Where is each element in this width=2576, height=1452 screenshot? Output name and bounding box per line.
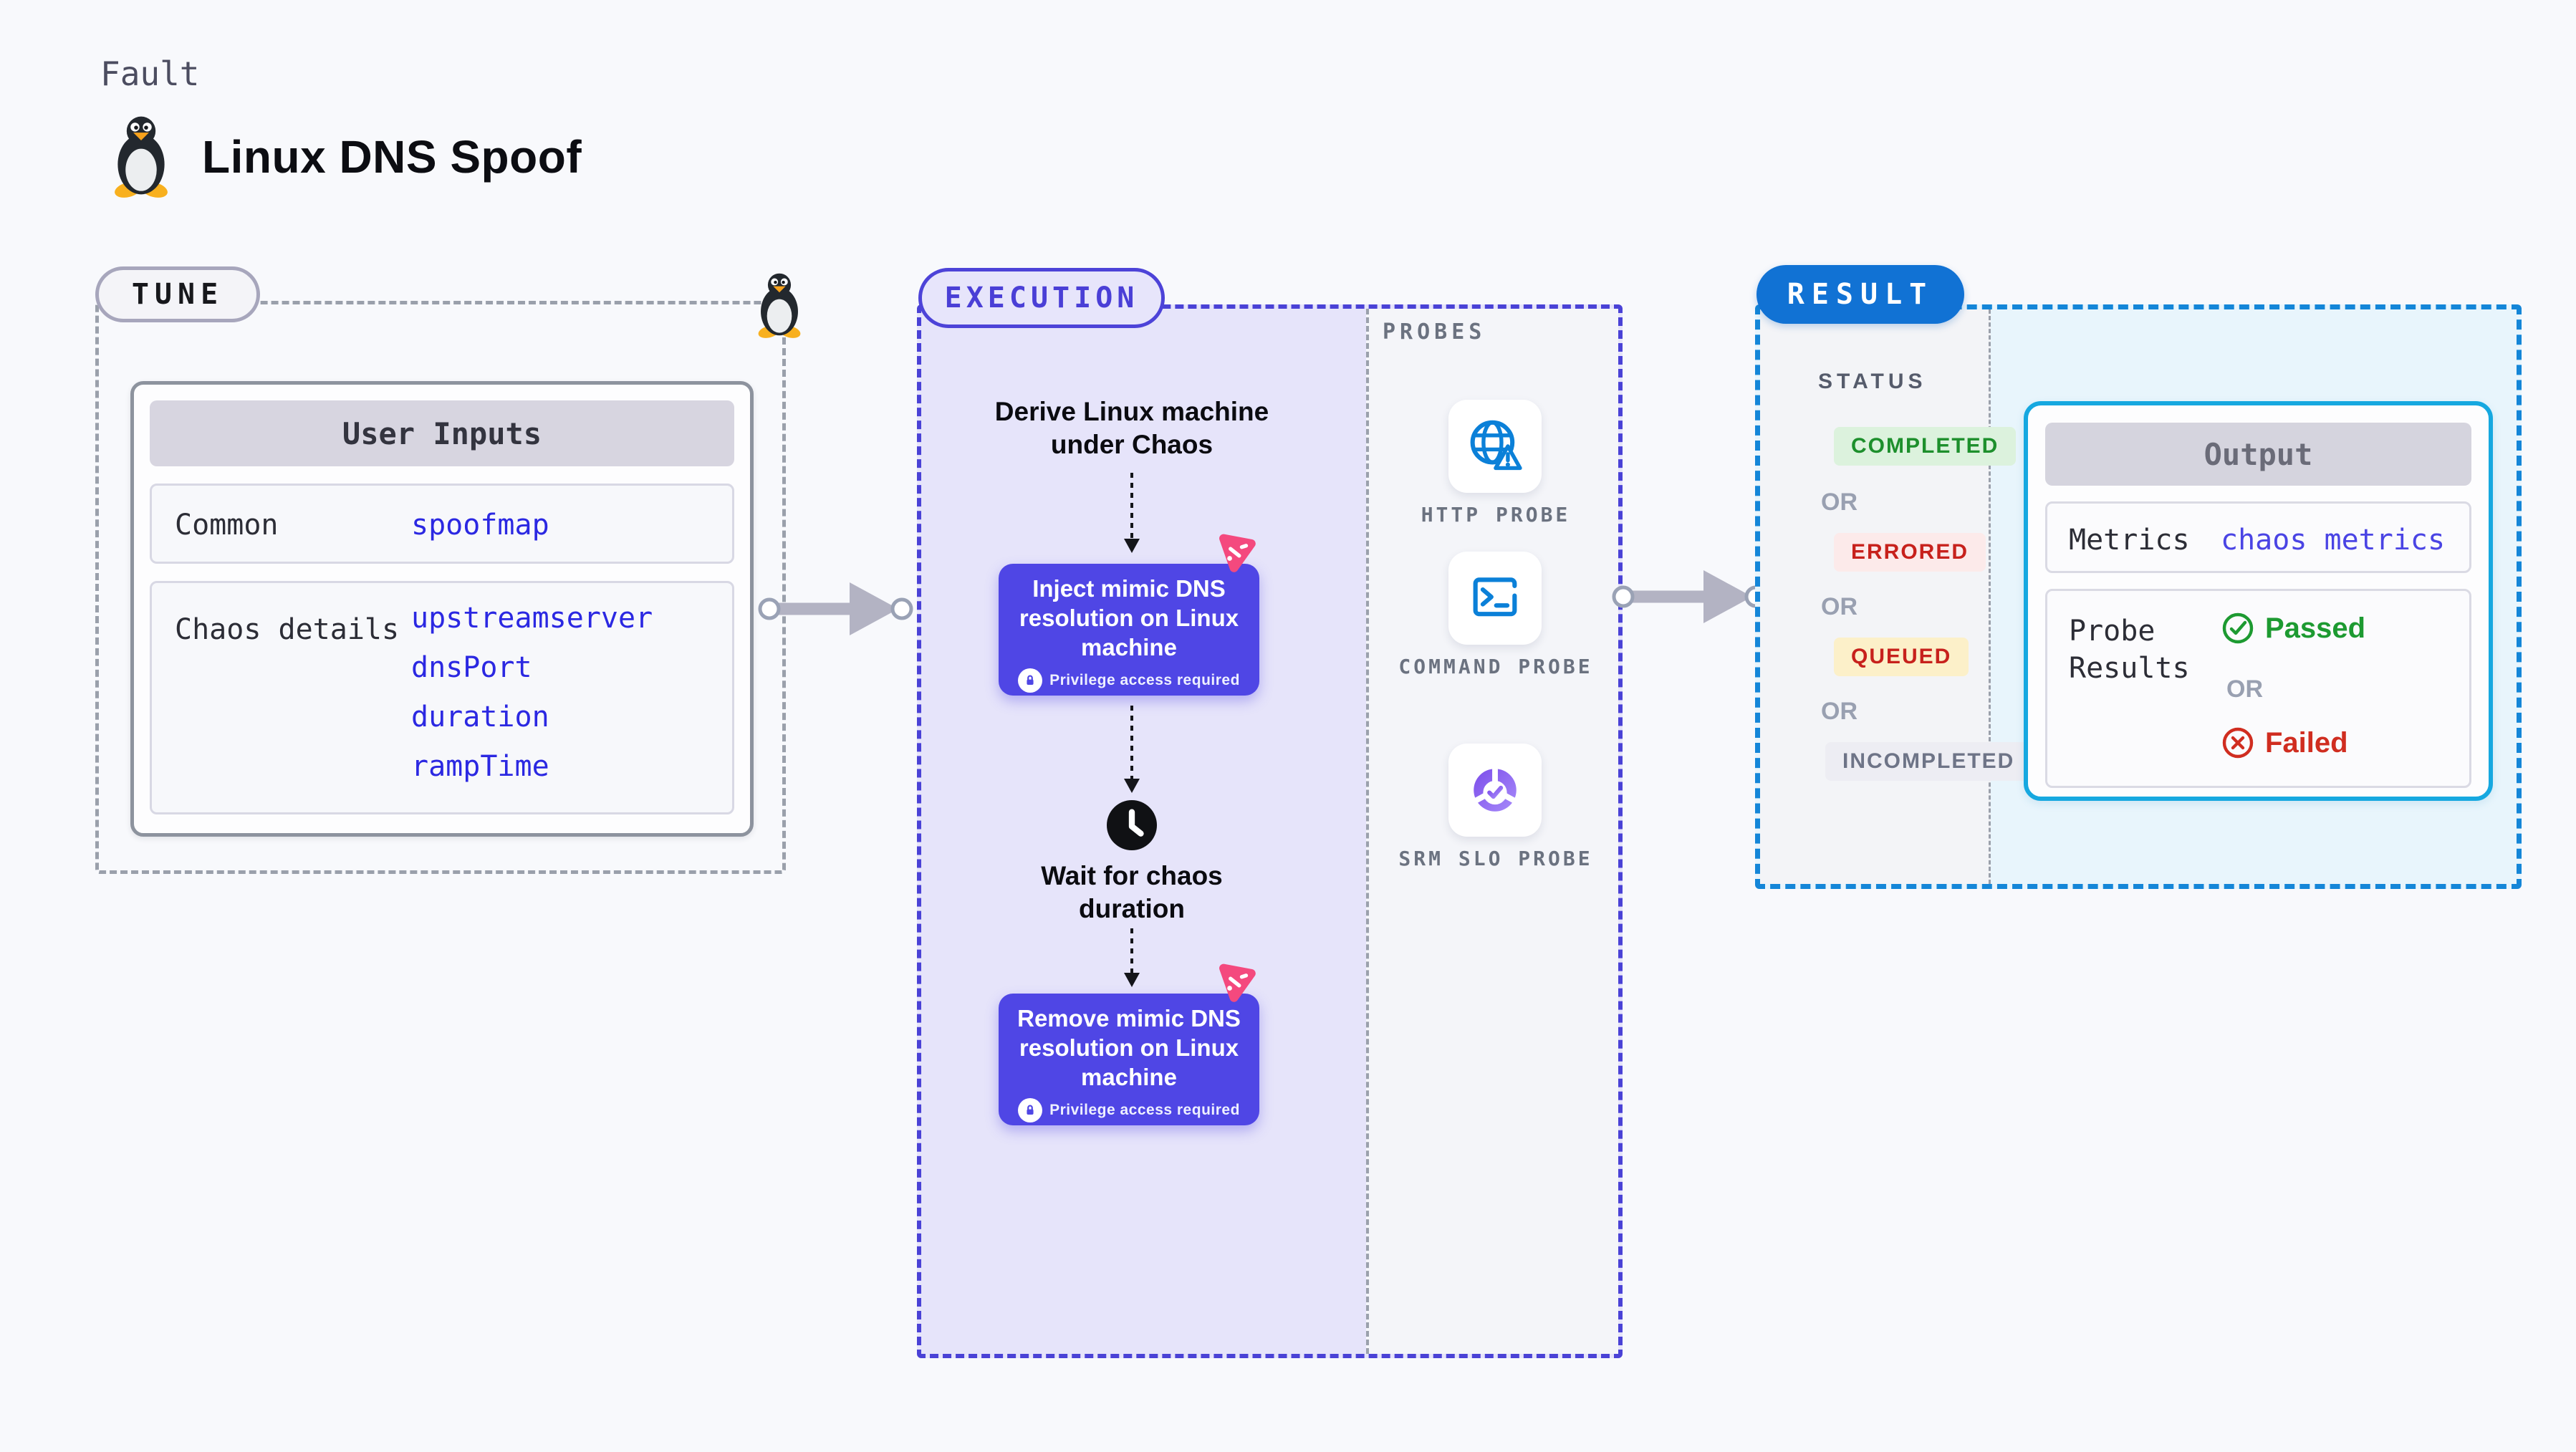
metrics-label: Metrics [2069, 524, 2190, 557]
fault-kicker: Fault [100, 54, 200, 93]
tune-section-box [95, 301, 786, 874]
tune-to-execution-arrow [758, 569, 915, 648]
status-badge-errored: ERRORED [1834, 533, 1986, 572]
srm-slo-probe-card [1448, 744, 1542, 837]
probe-results-row: Probe Results Passed OR Failed [2045, 589, 2471, 788]
command-probe-label: COMMAND PROBE [1398, 655, 1593, 678]
input-value: duration [411, 701, 549, 734]
output-card: Output Metrics chaos metrics Probe Resul… [2024, 401, 2493, 801]
result-section-pill: RESULT [1756, 265, 1964, 324]
globe-alert-icon [1470, 420, 1522, 471]
user-input-row-chaos-details: Chaos details upstreamserver dnsPort dur… [150, 581, 734, 814]
wait-step-text: Wait for chaos duration [1041, 861, 1223, 923]
probe-results-label: Probe Results [2069, 615, 2190, 685]
probe-result-failed: Failed [2265, 726, 2348, 759]
clock-icon [1107, 800, 1157, 850]
probe-result-or-separator: OR [2226, 675, 2263, 703]
user-inputs-title: User Inputs [150, 400, 734, 466]
tux-penguin-icon-small [756, 273, 802, 338]
chaos-fault-icon [1215, 532, 1256, 573]
execution-section-pill: EXECUTION [918, 268, 1165, 328]
status-badge-queued: QUEUED [1834, 638, 1969, 676]
input-value: upstreamserver [411, 602, 653, 635]
lock-icon [1018, 668, 1043, 693]
status-badge-completed: COMPLETED [1834, 427, 2017, 466]
user-input-row-common: Common spoofmap [150, 484, 734, 564]
chaos-fault-icon [1215, 961, 1256, 1003]
lock-icon [1018, 1097, 1043, 1122]
input-value: rampTime [411, 750, 549, 783]
user-inputs-card: User Inputs Common spoofmap Chaos detail… [130, 381, 754, 837]
output-title: Output [2045, 423, 2471, 486]
privilege-note: Privilege access required [1049, 1102, 1240, 1118]
input-value: dnsPort [411, 651, 532, 684]
status-or-separator: OR [1821, 698, 1857, 725]
status-label: STATUS [1818, 370, 1927, 393]
status-panel [1760, 309, 1991, 884]
check-circle-icon [2222, 612, 2254, 644]
status-or-separator: OR [1821, 489, 1857, 516]
status-or-separator: OR [1821, 593, 1857, 620]
flow-connector-arrow [1124, 928, 1140, 987]
probes-label: PROBES [1383, 319, 1486, 345]
inject-node-text: Inject mimic DNS resolution on Linux mac… [1019, 575, 1239, 660]
execution-to-result-arrow [1612, 557, 1769, 636]
derive-step-text: Derive Linux machine under Chaos [994, 397, 1269, 459]
flow-connector-arrow [1124, 706, 1140, 793]
slo-donut-check-icon [1473, 766, 1517, 812]
status-badge-incompleted: INCOMPLETED [1825, 742, 2032, 781]
metrics-row: Metrics chaos metrics [2045, 501, 2471, 573]
privilege-note: Privilege access required [1049, 672, 1240, 688]
flow-connector-arrow [1124, 473, 1140, 553]
srm-slo-probe-label: SRM SLO PROBE [1398, 847, 1593, 870]
remove-node-text: Remove mimic DNS resolution on Linux mac… [1017, 1005, 1241, 1090]
page-title: Linux DNS Spoof [202, 131, 582, 183]
remove-chaos-node: Remove mimic DNS resolution on Linux mac… [999, 994, 1259, 1125]
command-probe-card [1448, 552, 1542, 645]
x-circle-icon [2222, 727, 2254, 759]
tune-section-pill: TUNE [95, 266, 260, 322]
http-probe-card [1448, 400, 1542, 493]
input-row-label: Common [175, 509, 279, 542]
http-probe-label: HTTP PROBE [1421, 503, 1571, 527]
probe-result-passed: Passed [2265, 612, 2366, 644]
terminal-icon [1473, 577, 1517, 617]
metrics-value: chaos metrics [2221, 524, 2446, 557]
tux-penguin-icon [112, 116, 170, 198]
inject-chaos-node: Inject mimic DNS resolution on Linux mac… [999, 564, 1259, 696]
input-value: spoofmap [411, 509, 549, 542]
input-row-label: Chaos details [175, 613, 400, 646]
